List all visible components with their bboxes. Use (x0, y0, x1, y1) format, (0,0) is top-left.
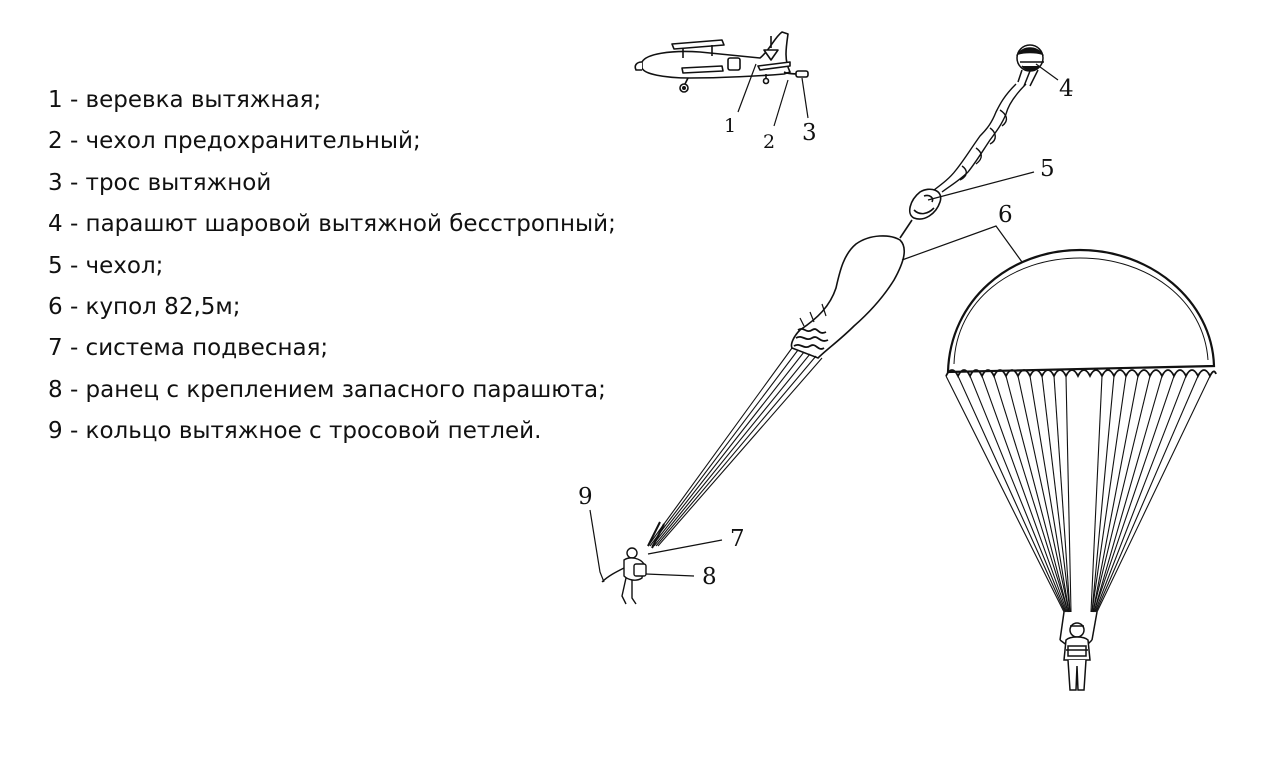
callout-3: 3 (802, 120, 817, 146)
leader-lines (589, 63, 1059, 583)
callout-1: 1 (724, 115, 736, 137)
callout-5: 5 (1040, 156, 1055, 182)
callout-8: 8 (702, 564, 717, 590)
legend-item-5: 5 - чехол; (48, 252, 164, 279)
legend-item-9: 9 - кольцо вытяжное с тросовой петлей. (48, 418, 542, 445)
chute-bag-drawing (899, 188, 942, 239)
callout-2: 2 (763, 131, 775, 153)
legend-item-6: 6 - купол 82,5м; (48, 294, 241, 321)
bridle-drawing (933, 83, 1027, 193)
callout-9: 9 (578, 484, 593, 510)
open-canopy-drawing (945, 248, 1217, 613)
legend-item-1: 1 - веревка вытяжная; (48, 87, 322, 113)
callout-7: 7 (730, 526, 745, 552)
legend-item-3: 3 - трос вытяжной (48, 169, 272, 196)
callout-4: 4 (1059, 76, 1074, 102)
jumper-small-drawing (601, 547, 647, 605)
callout-6: 6 (998, 202, 1013, 228)
airplane-drawing (634, 31, 809, 93)
legend-item-7: 7 - система подвесная; (48, 335, 329, 362)
legend: 1 - веревка вытяжная; 2 - чехол предохра… (48, 80, 648, 453)
legend-item-8: 8 - ранец с креплением запасного парашют… (48, 376, 606, 403)
callout-numbers: 1 2 3 4 5 6 7 8 9 (578, 76, 1074, 590)
deploying-canopy-drawing (647, 235, 906, 549)
legend-item-4: 4 - парашют шаровой вытяжной бесстропный… (48, 211, 616, 238)
jumper-large-drawing (1059, 611, 1098, 691)
legend-item-2: 2 - чехол предохранительный; (48, 128, 421, 155)
pilot-chute-drawing (1015, 44, 1045, 87)
